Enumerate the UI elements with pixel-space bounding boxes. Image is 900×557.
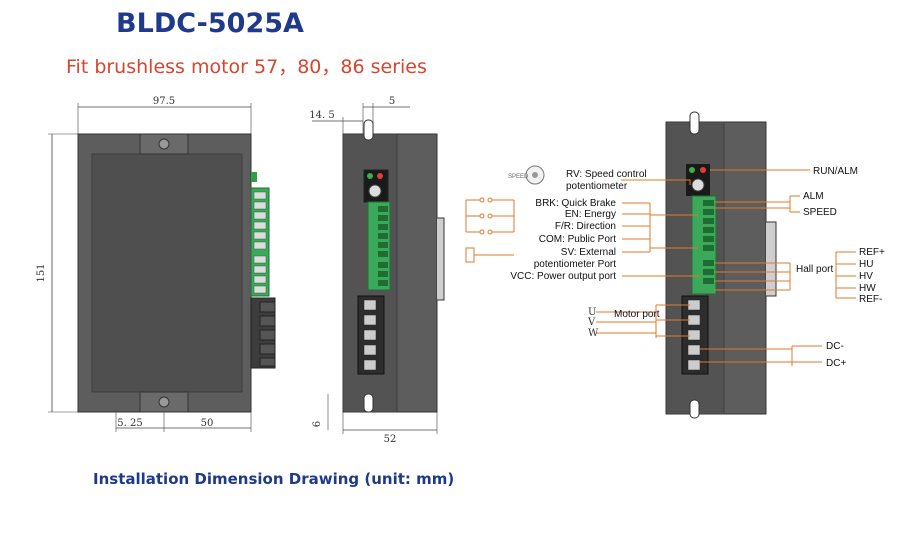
phase-v: V [587, 317, 596, 328]
dim-side-bottom: 6 [312, 421, 323, 427]
label-vcc: VCC: Power output port [510, 271, 616, 282]
label-hall-port: Hall port [796, 264, 833, 275]
label-en: EN: Energy [565, 209, 616, 220]
dim-front-width: 97.5 [153, 96, 175, 107]
speed-icon-label: SPEED [508, 174, 529, 180]
figure-caption: Installation Dimension Drawing (unit: mm… [93, 470, 455, 488]
label-dc-plus: DC+ [826, 358, 846, 369]
dim-front-height: 151 [36, 263, 47, 282]
label-com: COM: Public Port [539, 234, 616, 245]
label-sv-1: SV: External [561, 247, 616, 258]
phase-w: W [588, 328, 599, 339]
label-alm: ALM [803, 191, 824, 202]
page-subtitle: Fit brushless motor 57，80，86 series [66, 56, 427, 78]
dim-side-offset: 14. 5 [309, 110, 334, 121]
hall-ref-plus: REF+ [859, 247, 885, 258]
side-view: 14. 5 5 52 [309, 96, 445, 445]
label-rv-1: RV: Speed control [566, 169, 647, 180]
hall-hw: HW [859, 283, 876, 294]
label-speed: SPEED [803, 207, 837, 218]
hall-hu: HU [859, 259, 873, 270]
hall-ref-minus: REF- [859, 294, 882, 305]
hall-hv: HV [859, 271, 873, 282]
dim-side-slot: 5 [389, 96, 395, 107]
label-motor-port: Motor port [614, 309, 660, 320]
label-dc-minus: DC- [826, 341, 844, 352]
label-sv-2: potentiometer Port [534, 259, 616, 270]
label-rv-2: potentiometer [566, 181, 628, 192]
front-view: 97.5 151 [36, 96, 276, 432]
dim-offset-left: 5. 25 [117, 418, 142, 429]
page-title: BLDC-5025A [116, 8, 304, 39]
label-brk: BRK: Quick Brake [535, 198, 616, 209]
label-fr: F/R: Direction [555, 221, 616, 232]
phase-u: U [588, 307, 596, 318]
wiring-diagram: SPEED RV: Speed control potentiometer BR… [465, 111, 885, 419]
label-run-alm: RUN/ALM [813, 166, 858, 177]
dim-side-width: 52 [384, 434, 397, 445]
dim-hole-spacing: 50 [201, 418, 214, 429]
